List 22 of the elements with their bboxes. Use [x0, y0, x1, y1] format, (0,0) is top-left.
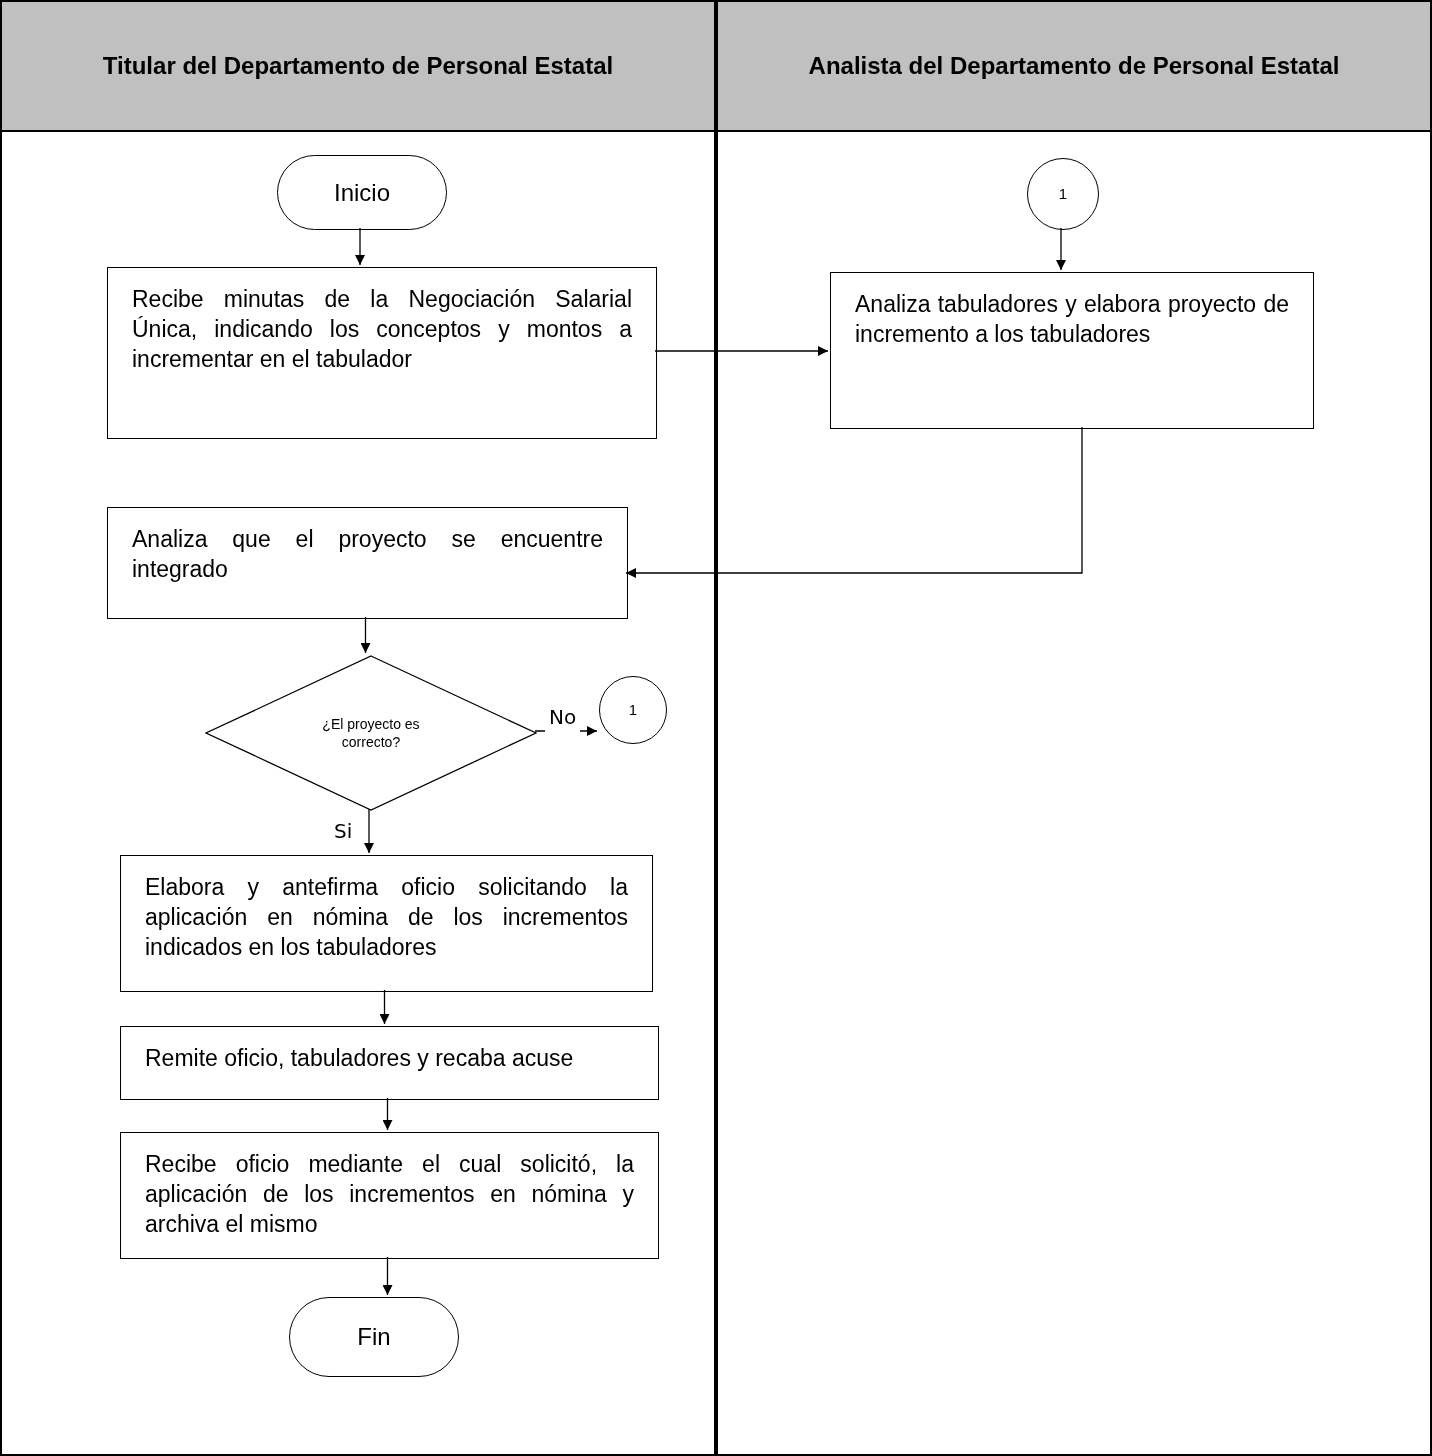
arrow [355, 227, 365, 266]
arrow [364, 808, 374, 854]
swimlane [0, 0, 716, 1456]
process-box: Remite oficio, tabuladores y recaba acuse [120, 1026, 659, 1100]
arrow [382, 1256, 393, 1296]
process-box: Recibe minutas de la Negociación Salarial Única, indicando los conceptos y montos a incrementar en el tabulador [107, 267, 657, 439]
lane-header: Titular del Departamento de Personal Estatal [2, 2, 714, 132]
arrow [360, 616, 371, 654]
terminator: Inicio [277, 155, 447, 230]
process-box: Recibe oficio mediante el cual solicitó, la aplicación de los incrementos en nómina y archiva el mismo [120, 1132, 659, 1259]
arrow [1056, 227, 1066, 271]
terminator: Fin [289, 1297, 459, 1377]
decision-diamond: ¿El proyecto es correcto? [205, 655, 537, 811]
process-box: Analiza que el proyecto se encuentre integrado [107, 507, 628, 619]
swimlane [716, 0, 1432, 1456]
process-box: Elabora y antefirma oficio solicitando la aplicación en nómina de los incrementos indicados en los tabuladores [120, 855, 653, 992]
arrow [654, 346, 829, 356]
arrow [379, 989, 390, 1025]
arrow [382, 1097, 393, 1131]
arrow [625, 426, 1083, 578]
process-box: Analiza tabuladores y elabora proyecto de incremento a los tabuladores [830, 272, 1314, 429]
lane-header: Analista del Departamento de Personal Estatal [718, 2, 1430, 132]
